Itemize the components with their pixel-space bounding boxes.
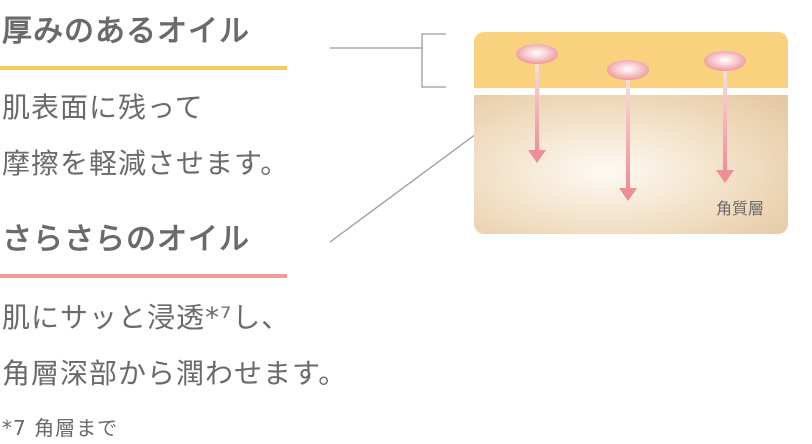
skin-layer — [474, 95, 788, 234]
smooth-oil-underline — [0, 274, 287, 278]
smooth-oil-heading: さらさらのオイル — [2, 222, 250, 257]
droplet-3 — [704, 51, 746, 71]
footnote: *7 角層まで — [2, 416, 119, 440]
droplet-2 — [607, 60, 649, 80]
smooth-oil-description: 肌にサッと浸透*⁷し、 角層深部から潤わせます。 — [2, 290, 347, 402]
thick-oil-underline — [0, 66, 287, 70]
thick-oil-description: 肌表面に残って 摩擦を軽減させます。 — [2, 80, 289, 192]
arrow-1 — [528, 58, 546, 163]
penetration-arrows — [528, 58, 734, 201]
connector-lines — [329, 33, 477, 243]
smooth-oil-line-1: 肌にサッと浸透*⁷し、 — [2, 301, 291, 334]
oil-layer-bracket — [421, 33, 446, 88]
stratum-corneum-label: 角質層 — [716, 199, 764, 218]
smooth-oil-line-2: 角層深部から潤わせます。 — [2, 357, 348, 390]
smooth-oil-connector — [329, 133, 477, 243]
thick-oil-line-2: 摩擦を軽減させます。 — [2, 147, 290, 180]
thick-oil-line-1: 肌表面に残って — [2, 91, 204, 124]
layer-divider — [474, 88, 788, 95]
thick-oil-heading: 厚みのあるオイル — [2, 14, 250, 49]
arrow-2 — [619, 74, 637, 201]
droplet-1 — [516, 44, 558, 64]
oil-droplets — [516, 44, 746, 80]
arrow-3 — [716, 64, 734, 183]
